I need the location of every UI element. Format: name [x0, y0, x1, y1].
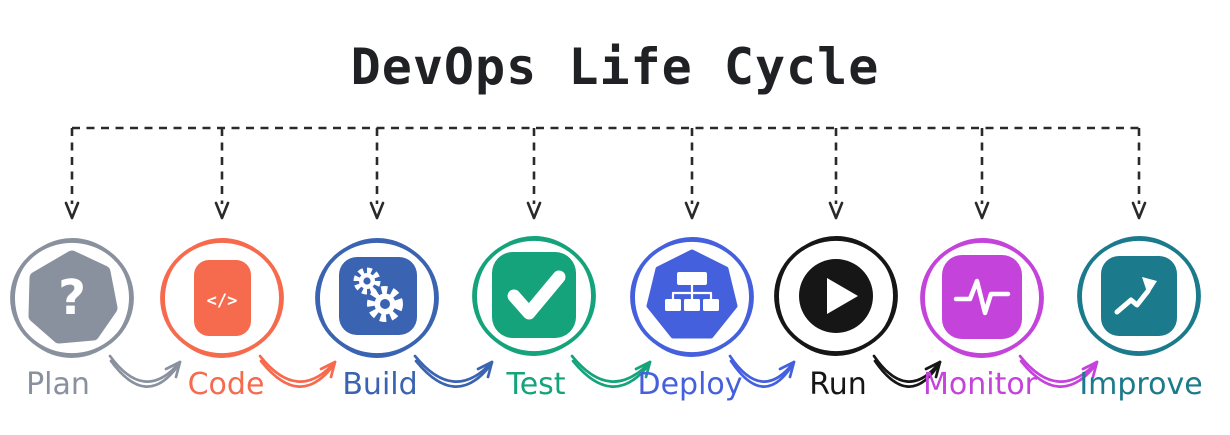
- gears-icon: [353, 267, 403, 322]
- plan-badge: [28, 250, 118, 344]
- stage-ring: [315, 239, 439, 357]
- stage-ring: [630, 238, 754, 356]
- down-arrow: [64, 128, 80, 220]
- stage-ring: [774, 237, 898, 355]
- trend-up-icon: [1114, 277, 1157, 315]
- stage-ring-sketch: [1079, 236, 1199, 356]
- down-arrow: [369, 128, 385, 220]
- stage-ring-sketch: [474, 236, 594, 356]
- stage-label-deploy: Deploy: [637, 367, 743, 402]
- code-tag-icon: </>: [207, 291, 238, 311]
- stage-label-monitor: Monitor: [922, 367, 1038, 402]
- arrow-deploy-to-run: [728, 354, 796, 388]
- stage-ring-sketch: [317, 238, 437, 358]
- stage-label-plan: Plan: [26, 367, 90, 402]
- stage-deploy: [630, 237, 754, 357]
- arrow-monitor-to-improve: [1018, 354, 1099, 388]
- arrow-build-to-test: [413, 354, 494, 388]
- arrow-run-to-monitor: [872, 354, 942, 388]
- checkmark-icon: [507, 270, 566, 320]
- stage-label-build: Build: [342, 367, 418, 402]
- top-dashed-line: [64, 126, 1147, 220]
- stage-test: [472, 236, 596, 356]
- stage-label-code: Code: [187, 367, 265, 402]
- play-icon: [827, 278, 858, 314]
- cluster-sitemap-icon: [665, 272, 719, 311]
- arrow-code-to-build: [258, 354, 337, 388]
- down-arrow: [214, 128, 230, 220]
- stage-ring: [920, 239, 1044, 357]
- stage-build: [315, 238, 439, 358]
- stage-ring-sketch: [632, 237, 752, 357]
- stage-ring-sketch: [162, 238, 282, 358]
- test-badge: [492, 252, 576, 338]
- code-badge: [194, 260, 251, 336]
- stage-ring-sketch: [12, 238, 132, 358]
- down-arrow: [526, 128, 542, 220]
- stage-run: [774, 236, 898, 356]
- arrow-plan-to-code: [108, 354, 182, 388]
- pulse-icon: [953, 278, 1011, 316]
- down-arrow: [828, 128, 844, 220]
- stage-label-improve: Improve: [1079, 367, 1203, 402]
- stage-label-run: Run: [809, 367, 867, 402]
- improve-badge: [1101, 256, 1177, 336]
- question-mark-icon: ?: [58, 270, 86, 326]
- stage-ring: [472, 237, 596, 355]
- stage-improve: [1077, 236, 1201, 356]
- stage-ring: [10, 239, 134, 357]
- stage-monitor: [920, 238, 1044, 358]
- arrow-test-to-deploy: [570, 354, 652, 388]
- stage-plan: ?: [10, 238, 134, 358]
- down-arrow: [1131, 128, 1147, 220]
- stage-ring-sketch: [776, 236, 896, 356]
- down-arrow: [684, 128, 700, 220]
- stage-ring: [160, 239, 284, 357]
- stage-code: </>: [160, 238, 284, 358]
- down-arrow: [974, 128, 990, 220]
- stage-label-test: Test: [506, 367, 566, 402]
- stage-ring-sketch: [922, 238, 1042, 358]
- page-title: DevOps Life Cycle: [350, 38, 880, 96]
- stage-ring: [1077, 237, 1201, 355]
